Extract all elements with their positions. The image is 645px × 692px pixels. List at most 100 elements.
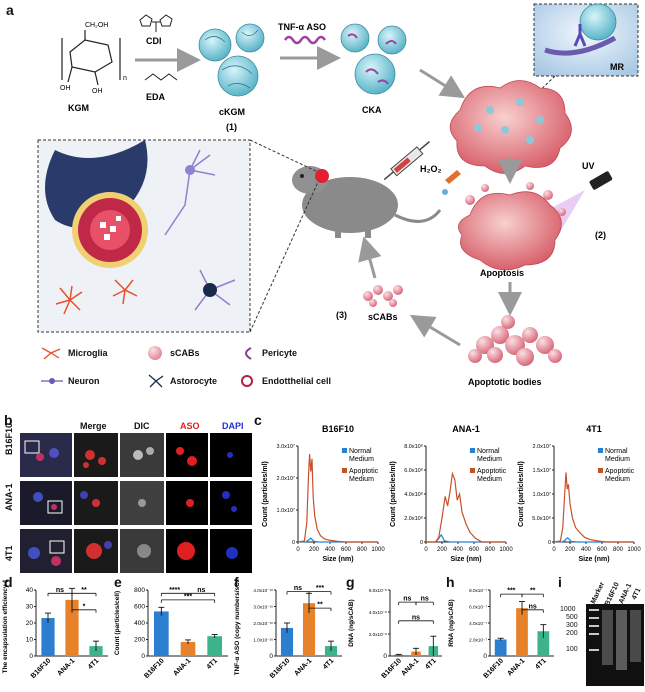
x-tick-label: ANA-1 <box>293 657 313 677</box>
significance-label: *** <box>184 593 192 600</box>
x-tick-label: B16F10 <box>483 657 506 680</box>
legend-microglia: Microglia <box>68 348 108 358</box>
significance-label: *** <box>507 588 515 595</box>
kgm-oh1: OH <box>60 85 71 92</box>
y-tick-label: 2.0x10⁻⁸ <box>369 632 387 637</box>
legend-endothelial: Endotthelial cell <box>262 376 332 386</box>
legend-label: Normal <box>477 448 500 455</box>
series-line <box>426 471 506 543</box>
panel-label-f: f <box>234 574 239 590</box>
panel-label-h: h <box>446 574 455 590</box>
y-tick-label: 1.5x10⁷ <box>532 467 551 474</box>
kgm-n: n <box>123 75 127 82</box>
ladder-300: 300 <box>566 622 578 629</box>
legend-swatch <box>342 448 347 453</box>
x-tick-label: B16F10 <box>30 657 53 680</box>
y-tick-label: 1.0x10⁻¹⁶ <box>253 638 273 643</box>
y-tick-label: 20 <box>26 620 34 627</box>
significance-label: ** <box>81 587 87 594</box>
bar <box>393 654 404 656</box>
y-tick-label: 1.0x10⁷ <box>532 491 551 498</box>
legend-label: Normal <box>605 448 628 455</box>
mr-membrane <box>544 35 617 56</box>
chart-title: ANA-1 <box>452 424 480 434</box>
x-tick-label: 4T1 <box>87 657 101 671</box>
row-ana1: ANA-1 <box>4 483 14 511</box>
x-tick-label: 200 <box>565 547 576 553</box>
significance-label: **** <box>169 587 180 594</box>
x-tick-label: ANA-1 <box>400 657 420 677</box>
y-tick-label: 200 <box>134 637 145 644</box>
cdi-label: CDI <box>146 36 162 46</box>
legend-label: Medium <box>477 476 502 483</box>
scabs-cluster <box>363 285 403 307</box>
gel-panel: Marker B16F10 ANA-1 4T1 1000 500 300 200… <box>558 578 645 690</box>
panel-label-b: b <box>4 412 13 428</box>
panel-label-g: g <box>346 574 355 590</box>
blood-vessel <box>45 140 148 268</box>
eda-label: EDA <box>146 92 166 102</box>
x-tick-label: B16F10 <box>269 657 292 680</box>
legend-label: Medium <box>477 456 502 463</box>
y-tick-label: 2.0x10⁻¹⁶ <box>253 621 273 626</box>
y-tick-label: 6.0x10⁶ <box>404 467 423 474</box>
cka-particles <box>340 23 407 95</box>
panel-label-a: a <box>6 2 14 18</box>
step2-label: (2) <box>595 230 606 240</box>
bar <box>65 599 79 656</box>
x-axis-label: Size (nm) <box>578 556 609 563</box>
bar <box>494 639 507 656</box>
microglia-cells <box>55 279 138 315</box>
y-tick-label: 6.0x10⁻⁸ <box>369 588 387 593</box>
x-tick-label: 4T1 <box>322 657 336 671</box>
neuron-icon <box>40 374 64 388</box>
x-tick-label: 600 <box>341 547 352 553</box>
y-tick-label: 5.0x10⁶ <box>532 515 551 522</box>
x-tick-label: 200 <box>437 547 448 553</box>
chart-title: B16F10 <box>322 424 354 434</box>
ladder-100: 100 <box>566 646 578 653</box>
y-axis-label: The encapsulation efficiency (%) <box>2 580 9 673</box>
bar <box>154 611 169 656</box>
y-tick-label: 4.0x10⁶ <box>404 491 423 498</box>
microscopy-panel: Merge DIC ASO DAPI B16F10 ANA-1 4T1 <box>4 415 252 575</box>
mr-label: MR <box>610 62 624 72</box>
x-tick-label: 800 <box>485 547 496 553</box>
x-tick-label: 4T1 <box>206 657 220 671</box>
legend-label: Apoptotic <box>477 468 507 475</box>
significance-label: ns <box>403 596 411 603</box>
x-tick-label: ANA-1 <box>56 657 76 677</box>
x-tick-label: 400 <box>581 547 592 553</box>
y-axis-label: Count (particles/ml) <box>262 461 269 527</box>
ladder-500: 500 <box>566 614 578 621</box>
significance-label: ns <box>421 596 429 603</box>
y-tick-label: 2.0x10⁶ <box>404 515 423 522</box>
legend-swatch <box>470 468 475 473</box>
y-tick-label: 2.0x10⁷ <box>532 443 551 450</box>
arrow-cka-cell <box>419 68 466 99</box>
y-tick-label: 400 <box>134 620 145 627</box>
astrocyte-icon <box>148 374 164 388</box>
significance-label: ns <box>294 585 302 592</box>
y-tick-label: 2.0x10⁻⁷ <box>469 638 487 643</box>
legend-label: Medium <box>349 476 374 483</box>
y-tick-label: 0 <box>383 653 387 660</box>
y-tick-label: 40 <box>26 587 34 594</box>
neuron-cells <box>164 149 236 311</box>
scabs-label: sCABs <box>368 312 398 322</box>
mouse-illustration <box>292 166 442 238</box>
step1-label: (1) <box>226 122 237 132</box>
y-tick-label: 0 <box>548 540 551 546</box>
x-tick-label: 1000 <box>627 547 641 553</box>
endothelial-cell-icon <box>240 374 254 388</box>
y-tick-label: 30 <box>26 604 34 611</box>
bar <box>180 641 196 656</box>
kgm-ch2oh: CH₂OH <box>85 22 108 29</box>
ckgm-particles <box>198 23 265 97</box>
y-tick-label: 4.0x10⁻⁷ <box>469 621 487 626</box>
